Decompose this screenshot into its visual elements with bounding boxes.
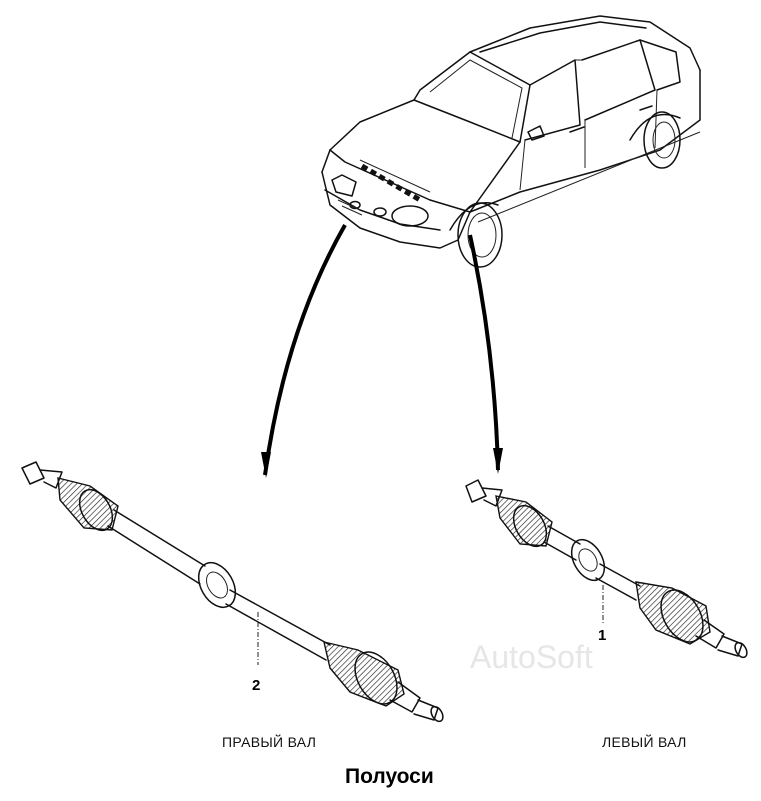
right-drive-shaft — [21, 461, 444, 723]
left-shaft-label: ЛЕВЫЙ ВАЛ — [602, 733, 687, 750]
callout-number-1: 1 — [598, 627, 606, 644]
leader-arrow-left — [493, 448, 503, 474]
watermark-text: AutoSoft — [470, 639, 593, 675]
leader-line-right — [263, 224, 347, 476]
car-illustration — [321, 15, 701, 268]
figure-caption: Полуоси — [345, 765, 434, 788]
right-shaft-label: ПРАВЫЙ ВАЛ — [222, 733, 316, 750]
leader-line-left — [468, 234, 500, 471]
callout-number-2: 2 — [252, 677, 260, 694]
leader-arrow-right — [261, 452, 271, 478]
left-drive-shaft — [465, 479, 748, 659]
